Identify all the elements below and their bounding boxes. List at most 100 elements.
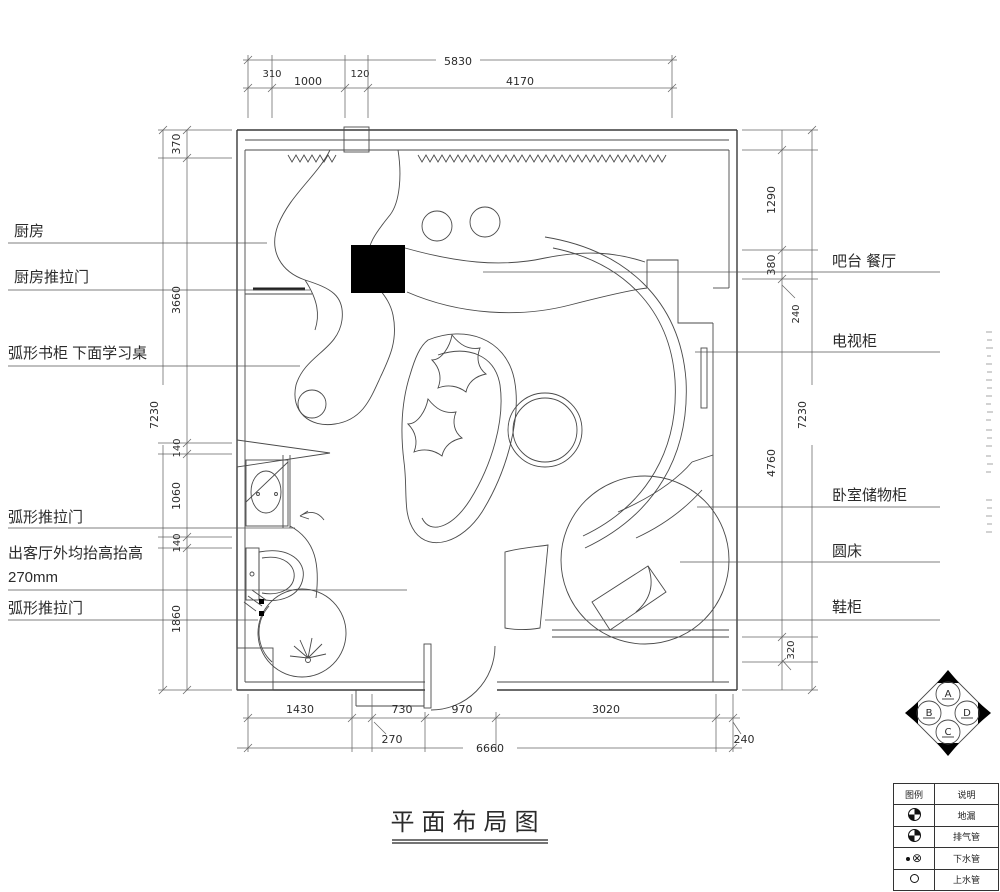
label-curved-bookcase-desk: 弧形书柜 下面学习桌 <box>8 345 147 362</box>
door-leaf <box>423 643 432 709</box>
bedroom-bottom-wall <box>552 629 729 638</box>
entrance-door <box>423 643 496 711</box>
label-bedroom-storage: 卧室储物柜 <box>832 487 907 504</box>
label-kitchen: 厨房 <box>14 223 44 240</box>
walls <box>236 126 738 707</box>
sofa <box>401 333 517 543</box>
label-bar-dining: 吧台 餐厅 <box>832 253 896 270</box>
dim-bot-970: 970 <box>452 703 473 716</box>
legend-row-label: 排气管 <box>934 825 999 849</box>
dim-top-310: 310 <box>262 69 281 80</box>
dim-bot-730: 730 <box>392 703 413 716</box>
marker-triangle-right <box>978 702 991 724</box>
dim-right-overall: 7230 <box>796 401 809 429</box>
floor-drain-icon <box>907 808 921 822</box>
flue-block <box>351 245 405 293</box>
toilet-tank <box>245 547 260 601</box>
dim-left-370: 370 <box>170 134 183 155</box>
dim-bot-1430: 1430 <box>286 703 314 716</box>
bar-stool <box>469 206 501 238</box>
vent-pipe-icon <box>907 829 921 843</box>
dim-top-120: 120 <box>350 69 369 80</box>
kitchen <box>245 149 405 426</box>
bar-dining <box>404 206 648 314</box>
dim-right-320: 320 <box>786 640 797 659</box>
shoe-cabinet <box>504 544 549 630</box>
wall-pillar <box>343 126 370 153</box>
label-curved-sliding-door-1: 弧形推拉门 <box>8 509 83 526</box>
legend-row-label: 上水管 <box>934 868 999 892</box>
dim-left-overall: 7230 <box>148 401 161 429</box>
annotations: 厨房 厨房推拉门 弧形书柜 下面学习桌 弧形推拉门 出客厅外均抬高抬高 270m… <box>8 223 907 617</box>
dim-bot-overall: 6660 <box>476 742 504 755</box>
bath-curved-door <box>289 525 318 599</box>
curved-partition <box>544 236 687 549</box>
marker-triangle-top <box>937 670 959 683</box>
door-swing-arrow <box>299 510 325 521</box>
bathroom <box>236 439 347 678</box>
bar-stool <box>421 210 453 242</box>
window-hatching <box>287 154 667 163</box>
dim-right-1290: 1290 <box>765 186 778 214</box>
dim-left-1860: 1860 <box>170 605 183 633</box>
drain-spray-symbol <box>289 637 327 659</box>
storage-cabinet <box>617 454 714 539</box>
illegible-side-note <box>986 331 993 533</box>
dimensions-top: 5830 310 1000 120 4170 <box>243 55 677 118</box>
dim-left-140a: 140 <box>172 438 183 457</box>
tv <box>700 347 708 409</box>
dim-bot-240: 240 <box>734 733 755 746</box>
bed-pillow <box>591 565 667 631</box>
sofa-pillow <box>430 333 488 393</box>
label-curved-sliding-door-2: 弧形推拉门 <box>8 600 83 617</box>
label-kitchen-sliding-door: 厨房推拉门 <box>14 269 89 286</box>
marker-letter-d: D <box>963 708 971 719</box>
drain-pipe-icon: ⊗ <box>905 852 922 864</box>
dimensions-bottom: 1430 270 730 970 3020 240 6660 <box>237 694 755 755</box>
dim-bot-3020: 3020 <box>592 703 620 716</box>
label-shoe-cabinet: 鞋柜 <box>832 599 862 616</box>
door-swing-arc <box>430 645 496 711</box>
elevation-marker: A B C D <box>905 670 991 756</box>
dim-bot-270: 270 <box>382 733 403 746</box>
label-raised-floor-value: 270mm <box>8 569 58 586</box>
dim-top-4170: 4170 <box>506 75 534 88</box>
dimensions-left: 370 3660 140 1060 140 1860 7230 <box>148 125 232 695</box>
living-room <box>297 236 708 549</box>
marker-letter-c: C <box>945 727 952 738</box>
toilet <box>258 550 304 601</box>
marker-letter-b: B <box>926 708 933 719</box>
sofa-pillow <box>406 397 464 457</box>
label-tv-cabinet: 电视柜 <box>832 333 877 350</box>
label-round-bed: 圆床 <box>832 543 862 560</box>
bar-counter <box>404 247 646 264</box>
dim-right-380: 380 <box>765 255 778 276</box>
dim-top-overall: 5830 <box>444 55 472 68</box>
round-bed <box>560 475 730 645</box>
shower <box>257 588 347 678</box>
legend-row-label: 下水管 <box>934 847 999 870</box>
legend-header-symbol: 图例 <box>893 782 935 806</box>
leader-lines <box>8 242 940 621</box>
corner-platform <box>236 647 274 691</box>
side-stool <box>297 389 327 419</box>
marker-triangle-left <box>905 702 918 724</box>
dim-top-1000: 1000 <box>294 75 322 88</box>
shower-curved-door <box>258 605 273 663</box>
dim-right-240: 240 <box>791 304 802 323</box>
dim-right-4760: 4760 <box>765 449 778 477</box>
sheet-title: 平面布局图 <box>391 809 548 844</box>
supply-pipe-icon <box>909 874 919 884</box>
marker-triangle-bottom <box>937 743 959 756</box>
dim-left-3660: 3660 <box>170 286 183 314</box>
sink-counter <box>245 459 289 527</box>
marker-letter-a: A <box>945 689 952 700</box>
dim-left-1060: 1060 <box>170 482 183 510</box>
coffee-table <box>507 392 583 468</box>
legend-header-desc: 说明 <box>934 782 999 806</box>
bedroom <box>504 454 730 645</box>
dim-left-140b: 140 <box>172 533 183 552</box>
legend-row-label: 地漏 <box>934 804 999 827</box>
